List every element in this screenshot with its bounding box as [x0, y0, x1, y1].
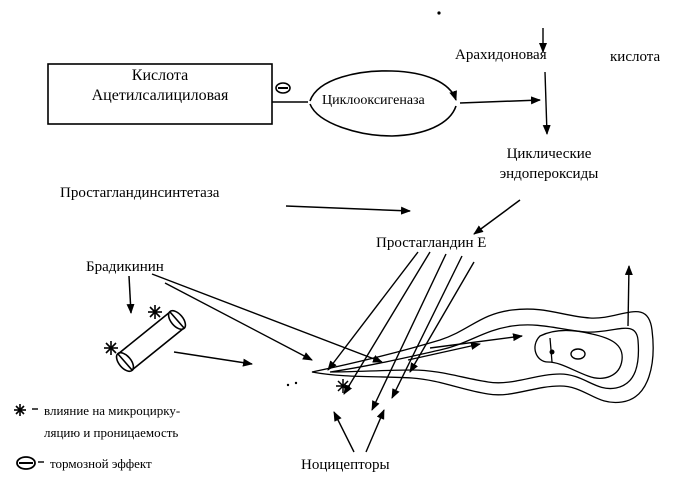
cox-to-pathway-arrow: [459, 96, 541, 105]
aspirin-label: Кислота Ацетилсалициловая: [48, 66, 272, 106]
pge-arrow-5: [409, 261, 475, 373]
cox-label: Циклооксигеназа: [322, 93, 425, 108]
bradykinin-arrow-1: [151, 273, 383, 363]
star-symbol-3: [336, 379, 350, 393]
aspirin-label-line2: Ацетилсалициловая: [91, 87, 229, 104]
inhibit-symbol: [275, 82, 291, 94]
nerve-signal-arrow: [429, 333, 523, 349]
arachidonic-to-endoperoxides-arrow: [542, 71, 551, 135]
nerve-nucleus: [570, 348, 586, 360]
endoperoxides-to-pge-arrow: [473, 199, 521, 235]
cox-ellipse: [309, 70, 457, 102]
blood-vessel: [115, 309, 187, 373]
nociceptors-label: Ноцицепторы: [301, 457, 390, 473]
speck: [437, 11, 441, 15]
bradykinin-down-arrow: [126, 275, 135, 314]
pge-arrow-2: [343, 251, 431, 395]
pge-arrow-3: [371, 253, 447, 411]
arachidonic-label-2: кислота: [610, 49, 661, 65]
pge-arrow-1: [327, 251, 419, 371]
aspirin-label-line1: Кислота: [131, 67, 189, 84]
synthetase-label: Простагландинсинтетаза: [60, 185, 220, 201]
nerve-fiber: [311, 308, 654, 404]
arachidonic-label-1: Арахидоновая: [455, 47, 547, 63]
legend-star-text-2: ляцию и проницаемость: [44, 425, 179, 440]
speck-2: [286, 383, 290, 387]
pge-arrow-4: [391, 255, 463, 399]
aspirin-box: [47, 63, 273, 125]
legend-star-text-1: влияние на микроцирку-: [44, 403, 181, 418]
bradykinin-arrow-2: [164, 282, 313, 361]
nerve-signal-arrow-2: [407, 342, 481, 361]
cox-ellipse-lower: [309, 103, 457, 137]
star-symbol-1: [104, 341, 118, 355]
legend-star-icon: [14, 404, 26, 416]
endoperoxides-label-line2: эндопероксиды: [499, 166, 599, 182]
nerve-dot: [549, 349, 555, 355]
synthetase-arrow: [285, 205, 411, 215]
legend-inhibit-text: тормозной эффект: [50, 456, 152, 471]
speck-3: [294, 381, 298, 385]
bradykinin-label: Брадикинин: [86, 259, 164, 275]
star-symbol-2: [148, 305, 162, 319]
output-arrow-up: [624, 265, 633, 327]
legend-inhibit-icon: [16, 456, 36, 470]
nociceptor-arrow-2: [365, 409, 385, 453]
vessel-arrow: [173, 351, 253, 367]
nociceptor-arrow-1: [333, 411, 355, 453]
prostaglandin-label: Простагландин Е: [376, 235, 487, 251]
endoperoxides-label-line1: Циклические: [506, 146, 592, 162]
